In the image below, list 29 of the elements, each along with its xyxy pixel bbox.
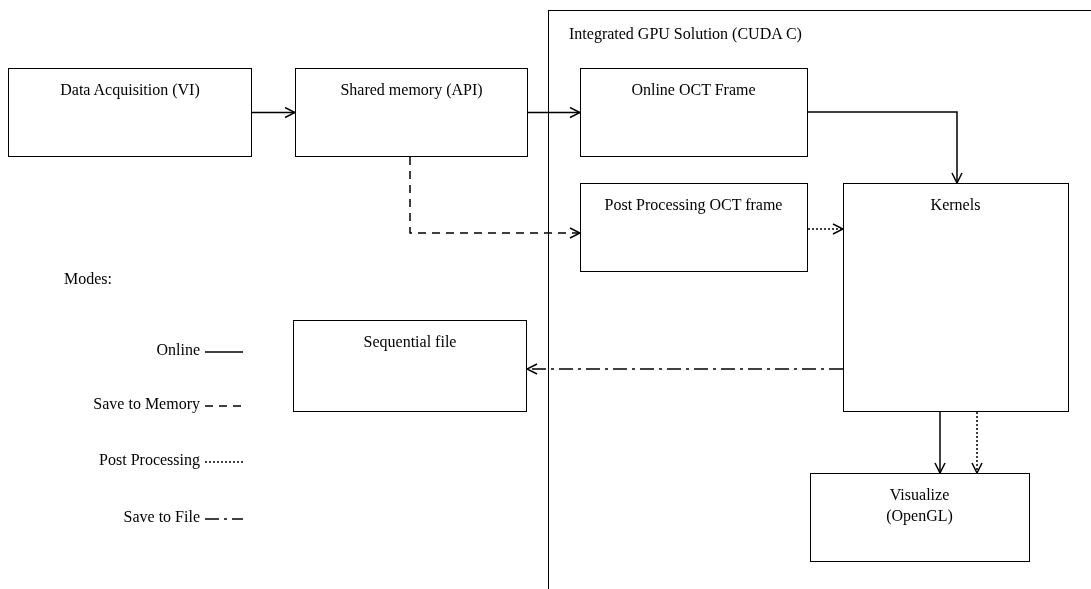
box-label: Post Processing OCT frame <box>603 194 784 215</box>
process-box <box>579 182 808 272</box>
box-label: Visualize (OpenGL) <box>885 484 954 526</box>
box-label: Kernels <box>929 194 982 215</box>
process-box <box>842 182 1069 412</box>
arrow <box>527 106 581 119</box>
legend-label: Save to File <box>123 508 200 526</box>
arrow <box>934 411 946 474</box>
box-label: Shared memory (API) <box>339 80 484 100</box>
process-box <box>293 320 527 412</box>
process-box <box>809 472 1030 562</box>
box-label: Data Acquisition (VI) <box>59 80 201 100</box>
process-box <box>8 68 252 157</box>
box-label: Online OCT Frame <box>630 79 757 100</box>
arrow <box>251 106 296 119</box>
arrow <box>409 156 581 239</box>
group-title: Integrated GPU Solution (CUDA C) <box>569 24 803 44</box>
group-container <box>548 10 1091 589</box>
legend-label: Online <box>156 341 200 359</box>
legend-label: Save to Memory <box>93 395 200 413</box>
box-label: Sequential file <box>362 332 458 352</box>
process-box <box>579 67 808 157</box>
process-box <box>295 68 528 157</box>
arrow <box>526 363 844 375</box>
legend-label: Post Processing <box>99 451 200 469</box>
arrow <box>807 111 963 184</box>
arrow <box>807 223 844 235</box>
arrow <box>971 411 983 474</box>
legend-title: Modes: <box>64 270 112 288</box>
